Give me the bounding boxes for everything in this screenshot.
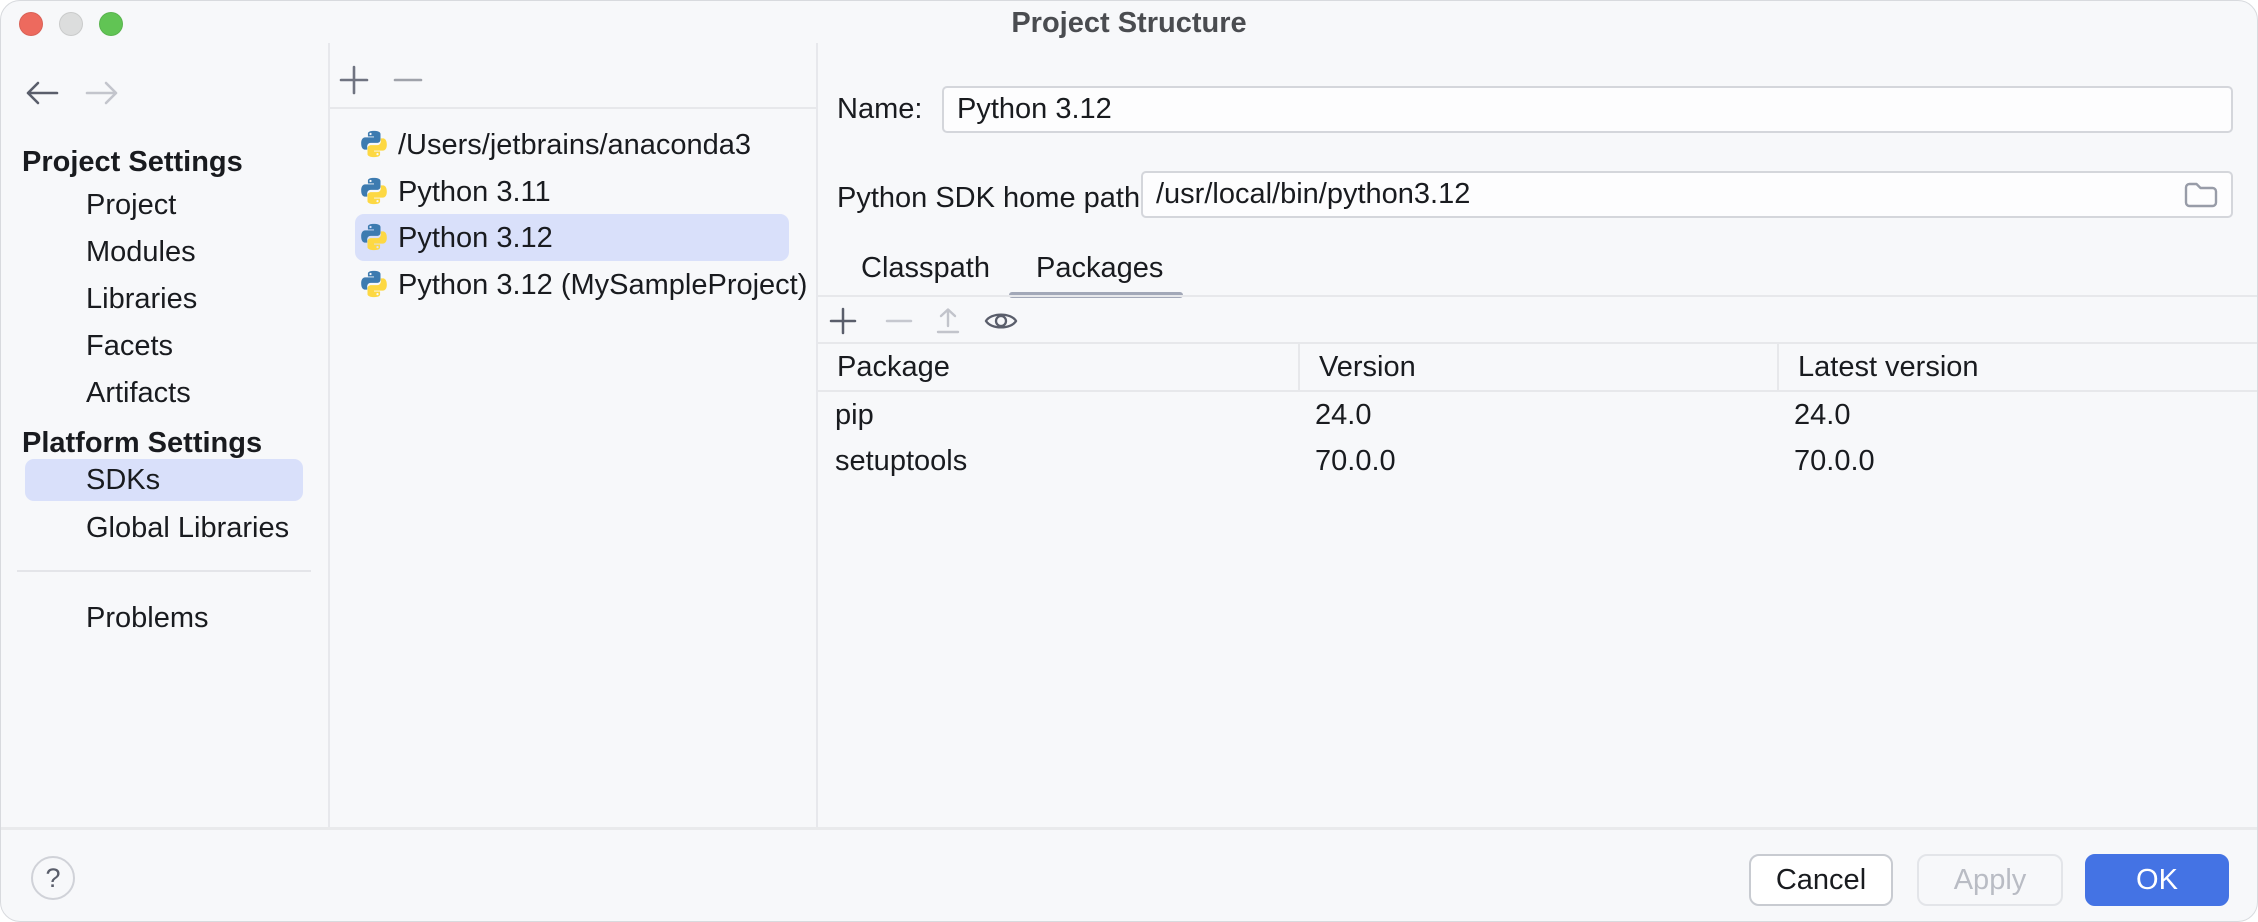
sdk-label: Python 3.12	[398, 221, 553, 254]
python-icon	[359, 222, 389, 252]
name-value: Python 3.12	[957, 93, 1112, 125]
remove-sdk-button[interactable]	[392, 64, 424, 96]
sidebar-separator	[17, 570, 311, 572]
upgrade-package-button[interactable]	[933, 306, 963, 336]
forward-button[interactable]	[83, 79, 121, 107]
question-mark-icon: ?	[45, 862, 61, 893]
plus-icon	[339, 65, 369, 95]
install-package-button[interactable]	[828, 306, 858, 336]
browse-folder-icon[interactable]	[2183, 181, 2219, 209]
cell-package: pip	[835, 398, 874, 431]
name-label: Name:	[837, 93, 923, 125]
sidebar-item-label: SDKs	[86, 464, 161, 496]
sdk-toolbar-separator	[330, 107, 816, 109]
cell-version: 70.0.0	[1315, 444, 1396, 477]
add-sdk-button[interactable]	[338, 64, 370, 96]
show-early-releases-button[interactable]	[984, 306, 1018, 336]
column-header-package[interactable]: Package	[837, 350, 950, 383]
home-path-label: Python SDK home path:	[837, 182, 1149, 214]
sdk-details-panel: Name: Python 3.12 Python SDK home path: …	[818, 43, 2257, 827]
sdk-list-toolbar	[330, 43, 816, 107]
table-row-setuptools[interactable]: setuptools 70.0.0 70.0.0	[818, 438, 2257, 484]
sdk-label: Python 3.12 (MySampleProject)	[398, 268, 808, 301]
sidebar-divider	[328, 43, 330, 827]
sdk-row-python-311[interactable]: Python 3.11	[330, 168, 816, 215]
packages-toolbar	[818, 295, 2257, 344]
sidebar-item-global-libraries[interactable]: Global Libraries	[86, 512, 290, 544]
tab-packages[interactable]: Packages	[1036, 252, 1164, 284]
footer-divider	[1, 827, 2257, 830]
zoom-window-button[interactable]	[99, 12, 123, 36]
apply-button[interactable]: Apply	[1917, 854, 2063, 906]
minus-icon	[885, 307, 913, 335]
column-header-latest-version[interactable]: Latest version	[1777, 344, 2257, 390]
forward-arrow-icon	[84, 80, 120, 106]
table-row-pip[interactable]: pip 24.0 24.0	[818, 392, 2257, 438]
minimize-window-button[interactable]	[59, 12, 83, 36]
dialog-footer: ? Cancel Apply OK	[1, 830, 2257, 921]
tab-classpath[interactable]: Classpath	[861, 252, 990, 284]
python-icon	[359, 129, 389, 159]
cancel-button[interactable]: Cancel	[1749, 854, 1893, 906]
window-title: Project Structure	[1011, 7, 1247, 39]
ok-button[interactable]: OK	[2085, 854, 2229, 906]
back-button[interactable]	[23, 79, 61, 107]
sdk-list-panel: /Users/jetbrains/anaconda3 Python 3.11 P…	[330, 43, 816, 827]
sdk-list-divider	[816, 43, 818, 827]
sidebar-item-facets[interactable]: Facets	[86, 330, 174, 362]
help-button[interactable]: ?	[31, 856, 75, 900]
sidebar-item-artifacts[interactable]: Artifacts	[86, 377, 191, 409]
title-bar: Project Structure	[1, 1, 2257, 43]
close-window-button[interactable]	[19, 12, 43, 36]
uninstall-package-button[interactable]	[884, 306, 914, 336]
sidebar-item-modules[interactable]: Modules	[86, 236, 196, 268]
section-header-project-settings: Project Settings	[22, 146, 243, 178]
sdk-label: Python 3.11	[398, 175, 551, 208]
sdk-row-anaconda3[interactable]: /Users/jetbrains/anaconda3	[330, 121, 816, 168]
sidebar-item-problems[interactable]: Problems	[86, 602, 209, 634]
python-icon	[359, 176, 389, 206]
eye-icon	[984, 308, 1018, 334]
cell-package: setuptools	[835, 444, 968, 477]
section-header-platform-settings: Platform Settings	[22, 427, 263, 459]
cell-latest-version: 24.0	[1794, 398, 1851, 431]
sidebar-item-project[interactable]: Project	[86, 189, 177, 221]
column-header-version[interactable]: Version	[1298, 344, 1777, 390]
python-icon	[359, 269, 389, 299]
arrow-up-icon	[934, 307, 962, 335]
sdk-row-python-312-selected[interactable]: Python 3.12	[355, 214, 789, 261]
name-input[interactable]: Python 3.12	[942, 86, 2233, 133]
sdk-row-python-312-mysampleproject[interactable]: Python 3.12 (MySampleProject)	[330, 261, 816, 308]
plus-icon	[829, 307, 857, 335]
cell-version: 24.0	[1315, 398, 1372, 431]
home-path-input[interactable]: /usr/local/bin/python3.12	[1141, 171, 2233, 218]
home-path-value: /usr/local/bin/python3.12	[1156, 178, 1471, 210]
settings-sidebar: Project Settings Project Modules Librari…	[1, 43, 328, 827]
packages-table: Package Version Latest version pip 24.0 …	[818, 344, 2257, 484]
back-arrow-icon	[24, 80, 60, 106]
minus-icon	[393, 65, 423, 95]
packages-table-header: Package Version Latest version	[818, 344, 2257, 392]
sdk-label: /Users/jetbrains/anaconda3	[398, 128, 752, 161]
cell-latest-version: 70.0.0	[1794, 444, 1875, 477]
sidebar-item-libraries[interactable]: Libraries	[86, 283, 198, 315]
sidebar-item-sdks[interactable]: SDKs	[25, 459, 303, 501]
